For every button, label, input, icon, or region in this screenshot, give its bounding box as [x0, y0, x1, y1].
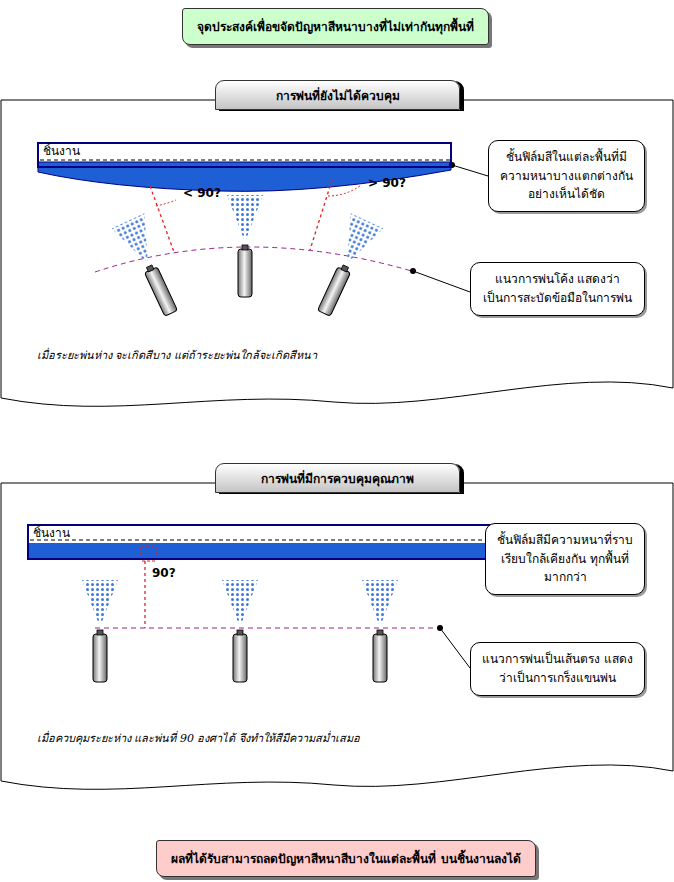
callout-text: แนวการพ่นเป็นเส้นตรง แสดงว่าเป็นการเกร็ง…	[479, 650, 636, 687]
section-panel: การพ่นที่ยังไม่ได้ควบคุมเมื่อระยะพ่นห่าง…	[0, 100, 674, 418]
leader-line	[452, 165, 488, 176]
workpiece-box: ชิ้นงาน	[37, 142, 452, 168]
section-panel: การพ่นที่มีการควบคุมคุณภาพเมื่อควบคุมระย…	[0, 483, 674, 801]
angle-label: 90?	[152, 566, 176, 580]
section-heading: การพ่นที่ยังไม่ได้ควบคุม	[215, 80, 460, 110]
callout-text: ชั้นฟิล์มสีมีความหนาที่ราบเรียบใกล้เคียง…	[494, 531, 636, 587]
title-banner: จุดประสงค์เพื่อขจัดปัญหาสีหนาบางที่ไม่เท…	[182, 8, 489, 45]
callout-box: แนวการพ่นเป็นเส้นตรง แสดงว่าเป็นการเกร็ง…	[470, 642, 645, 696]
section-note: เมื่อระยะพ่นห่าง จะเกิดสีบาง แต่ถ้าระยะพ…	[37, 346, 317, 364]
workpiece-label: ชิ้นงาน	[29, 526, 495, 540]
callout-text: แนวการพ่นโค้ง แสดงว่าเป็นการสะบัดข้อมือใ…	[479, 270, 636, 307]
workpiece-label: ชิ้นงาน	[39, 144, 450, 158]
section-heading: การพ่นที่มีการควบคุมคุณภาพ	[215, 463, 460, 493]
callout-box: แนวการพ่นโค้ง แสดงว่าเป็นการสะบัดข้อมือใ…	[470, 262, 645, 316]
angle-label: > 90?	[368, 176, 406, 190]
callout-box: ชั้นฟิล์มสีในแต่ละพื้นที่มีความหนาบางแตก…	[488, 140, 645, 212]
result-banner: ผลที่ได้รับสามารถลดปัญหาสีหนาสีบางในแต่ล…	[156, 840, 535, 877]
section-note: เมื่อควบคุมระยะห่าง และพ่นที่ 90 องศาได้…	[37, 729, 360, 747]
callout-box: ชั้นฟิล์มสีมีความหนาที่ราบเรียบใกล้เคียง…	[485, 523, 645, 595]
workpiece-box: ชิ้นงาน	[27, 524, 497, 560]
angle-label: < 90?	[183, 186, 221, 200]
callout-text: ชั้นฟิล์มสีในแต่ละพื้นที่มีความหนาบางแตก…	[497, 148, 636, 204]
